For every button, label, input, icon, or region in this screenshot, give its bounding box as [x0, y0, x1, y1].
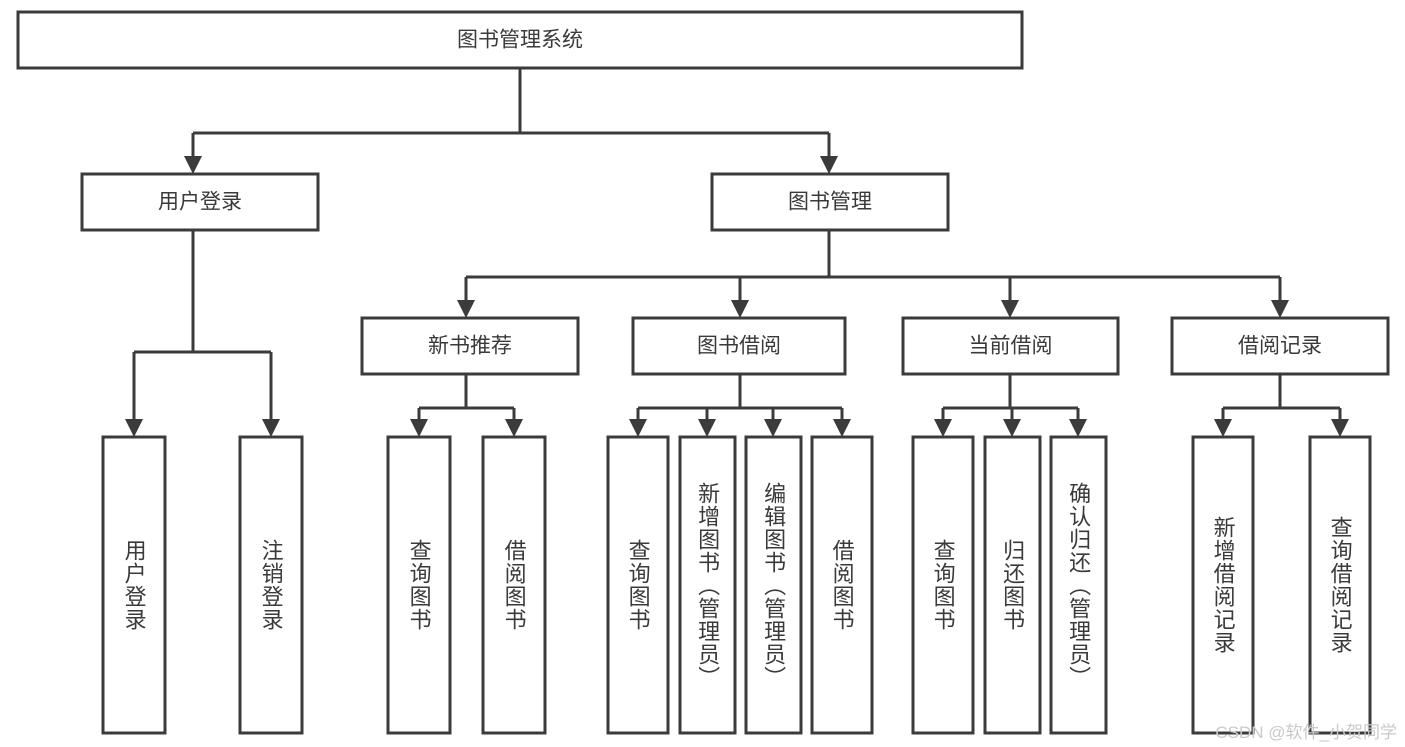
edge-user-login-to-leaves — [125, 230, 280, 437]
node-leaf-11[interactable] — [1191, 435, 1255, 735]
node-root[interactable] — [16, 10, 1024, 70]
node-level3-1[interactable] — [631, 316, 847, 376]
node-level3-1-label: 图书借阅 — [697, 335, 781, 358]
node-leaf-7[interactable] — [810, 435, 874, 735]
edge-book-mgmt-to-level3 — [457, 230, 1289, 318]
node-leaf-3[interactable] — [481, 435, 547, 735]
node-leaf-9[interactable] — [983, 435, 1042, 735]
node-level3-3[interactable] — [1170, 316, 1390, 376]
node-level2-0-label: 用户登录 — [158, 191, 242, 214]
node-leaf-10[interactable] — [1049, 435, 1108, 735]
edge-group-3 — [1214, 374, 1349, 437]
node-leaf-6[interactable] — [744, 435, 803, 735]
watermark-text: CSDN @软件_小贺同学 — [1215, 723, 1397, 742]
edge-group-1 — [629, 374, 851, 437]
node-leaf-1[interactable] — [238, 435, 304, 735]
node-root-label: 图书管理系统 — [457, 29, 583, 52]
node-leaf-4[interactable] — [606, 435, 670, 735]
boxes-layer — [16, 10, 1390, 735]
node-level2-1[interactable] — [710, 172, 950, 232]
edge-group-0 — [410, 374, 523, 437]
node-level3-0-label: 新书推荐 — [428, 335, 512, 358]
node-level3-2-label: 当前借阅 — [969, 335, 1053, 358]
node-leaf-0[interactable] — [101, 435, 167, 735]
edge-group-2 — [934, 374, 1087, 437]
node-leaf-8[interactable] — [911, 435, 975, 735]
node-leaf-5[interactable] — [678, 435, 737, 735]
node-leaf-12[interactable] — [1308, 435, 1372, 735]
node-level3-3-label: 借阅记录 — [1238, 335, 1322, 358]
node-leaf-2[interactable] — [386, 435, 452, 735]
node-level2-0[interactable] — [80, 172, 320, 232]
connectors-layer — [125, 68, 1349, 437]
edge-root-to-level2 — [184, 68, 838, 174]
node-level3-0[interactable] — [360, 316, 580, 376]
node-level3-2[interactable] — [901, 316, 1120, 376]
node-level2-1-label: 图书管理 — [788, 191, 872, 214]
